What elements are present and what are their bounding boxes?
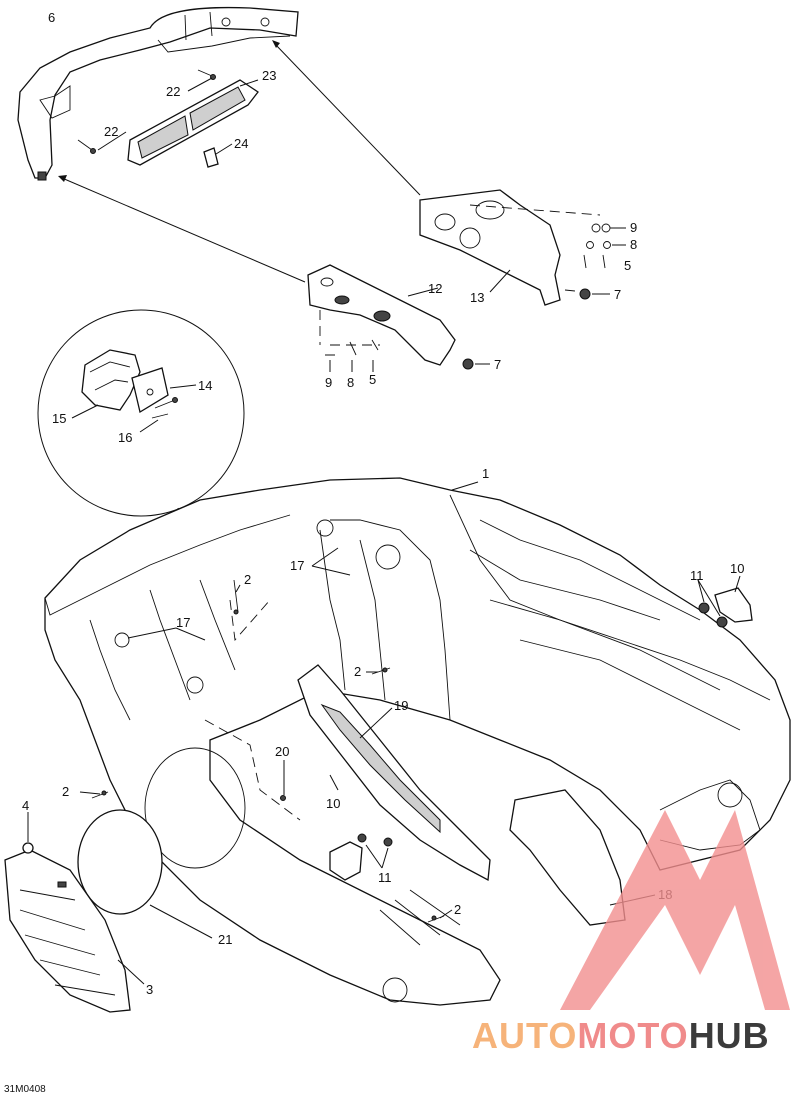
callout-21: 21 <box>218 932 232 947</box>
callout-11-right: 11 <box>690 568 704 583</box>
callout-19: 19 <box>394 698 408 713</box>
bracket-center <box>307 264 456 366</box>
callout-17-upper: 17 <box>290 558 304 573</box>
nut-4 <box>22 842 34 854</box>
callout-9-right: 9 <box>630 220 637 235</box>
callout-7-center: 7 <box>494 357 501 372</box>
bracket-right <box>419 189 601 306</box>
callout-1: 1 <box>482 466 489 481</box>
callout-3: 3 <box>146 982 153 997</box>
callout-7-right: 7 <box>614 287 621 302</box>
callout-2-left: 2 <box>62 784 69 799</box>
clip <box>203 147 219 168</box>
callout-6: 6 <box>48 10 55 25</box>
callout-23: 23 <box>262 68 276 83</box>
screw-22-top <box>197 69 216 80</box>
watermark-moto: MOTO <box>577 1015 688 1056</box>
screw-22-left <box>77 139 96 154</box>
callout-14: 14 <box>198 378 212 393</box>
foam-panel <box>509 789 626 926</box>
callout-17-lower: 17 <box>176 615 190 630</box>
callout-13: 13 <box>470 290 484 305</box>
callout-22-top: 22 <box>166 84 180 99</box>
callout-5-right: 5 <box>624 258 631 273</box>
callout-15: 15 <box>52 411 66 426</box>
callout-20: 20 <box>275 744 289 759</box>
callout-8-right: 8 <box>630 237 637 252</box>
side-cover <box>4 849 131 1013</box>
callout-11-lower: 11 <box>378 870 392 885</box>
callout-2-mid: 2 <box>354 664 361 679</box>
callout-16: 16 <box>118 430 132 445</box>
svg-text:AUTOMOTOHUB: AUTOMOTOHUB <box>472 1015 770 1056</box>
callout-12: 12 <box>428 281 442 296</box>
callout-10-lower: 10 <box>326 796 340 811</box>
main-body <box>44 477 791 1006</box>
drawing-code: 31M0408 <box>4 1084 46 1095</box>
side-disc <box>77 809 163 915</box>
callout-10-right: 10 <box>730 561 744 576</box>
small-bracket-right <box>698 587 753 628</box>
grille-insert <box>127 79 259 166</box>
watermark-logo <box>560 810 790 1010</box>
watermark-text: AUTOMOTOHUB <box>472 1015 770 1056</box>
callout-5-center: 5 <box>369 372 376 387</box>
side-trim <box>297 664 491 882</box>
callout-8-center: 8 <box>347 375 354 390</box>
hardware-right <box>579 223 611 300</box>
hardware-center <box>325 339 474 370</box>
watermark-auto: AUTO <box>472 1015 577 1056</box>
detail-circle <box>37 309 245 517</box>
arrow-to-bumper-1 <box>272 40 421 196</box>
callout-4: 4 <box>22 798 29 813</box>
bumper-bar <box>17 6 299 181</box>
screws-2 <box>91 579 445 923</box>
callout-2-lower: 2 <box>454 902 461 917</box>
watermark-logo-icon <box>560 810 790 1010</box>
callout-2-upper: 2 <box>244 572 251 587</box>
small-bracket-bottom <box>329 833 393 881</box>
callout-9-center: 9 <box>325 375 332 390</box>
screw-20 <box>279 795 286 801</box>
callout-22-left: 22 <box>104 124 118 139</box>
watermark-hub: HUB <box>689 1015 770 1056</box>
arrow-to-bumper-2 <box>58 175 306 283</box>
callout-24: 24 <box>234 136 248 151</box>
